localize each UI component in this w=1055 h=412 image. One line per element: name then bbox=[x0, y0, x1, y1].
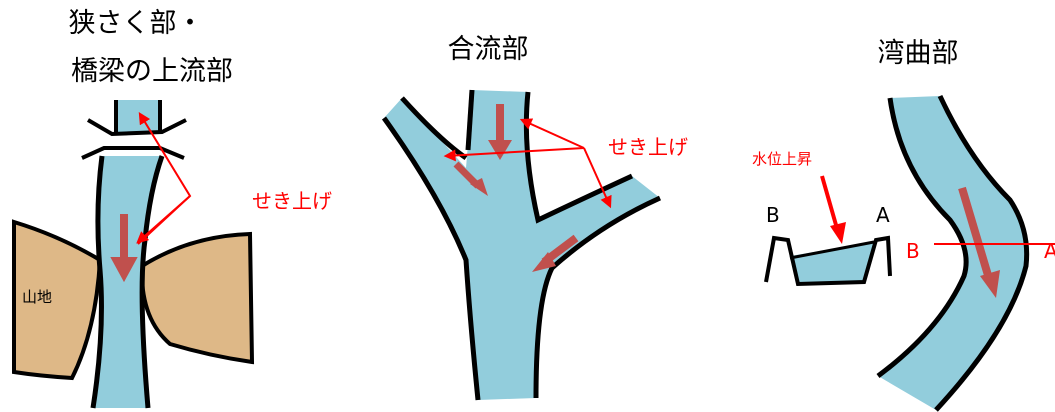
section-label-b: B bbox=[766, 203, 780, 227]
narrow-title-line1: 狭さく部・ bbox=[69, 8, 204, 39]
bend-river bbox=[878, 96, 1027, 410]
bridge bbox=[81, 118, 187, 160]
plan-label-a: A bbox=[1044, 239, 1055, 263]
confluence-panel: 合流部 せき上げ bbox=[381, 34, 688, 401]
bend-title: 湾曲部 bbox=[878, 38, 959, 69]
narrow-river bbox=[93, 156, 162, 408]
confluence-river bbox=[384, 90, 660, 400]
flow-arrow-bend bbox=[958, 186, 994, 284]
narrow-section-panel: 狭さく部・ 橋梁の上流部 せき上げ 山地 bbox=[12, 8, 332, 409]
water-rise-label: 水位上昇 bbox=[752, 150, 812, 168]
narrow-backwater-label: せき上げ bbox=[252, 189, 332, 213]
mountain-right bbox=[139, 231, 255, 365]
mountain-left bbox=[12, 219, 103, 381]
section-label-a: A bbox=[876, 203, 890, 227]
narrow-title-line2: 橋梁の上流部 bbox=[71, 56, 233, 87]
confluence-title: 合流部 bbox=[448, 34, 529, 65]
bend-panel: 湾曲部 水位上昇 B A B A bbox=[752, 38, 1055, 412]
cross-section-water bbox=[790, 242, 874, 284]
plan-label-b: B bbox=[906, 239, 920, 263]
confluence-backwater-label: せき上げ bbox=[608, 135, 688, 159]
mountain-label: 山地 bbox=[22, 288, 52, 306]
water-rise-arrow bbox=[820, 175, 840, 233]
upstream-reach bbox=[114, 100, 162, 134]
cross-section-channel bbox=[764, 235, 892, 287]
